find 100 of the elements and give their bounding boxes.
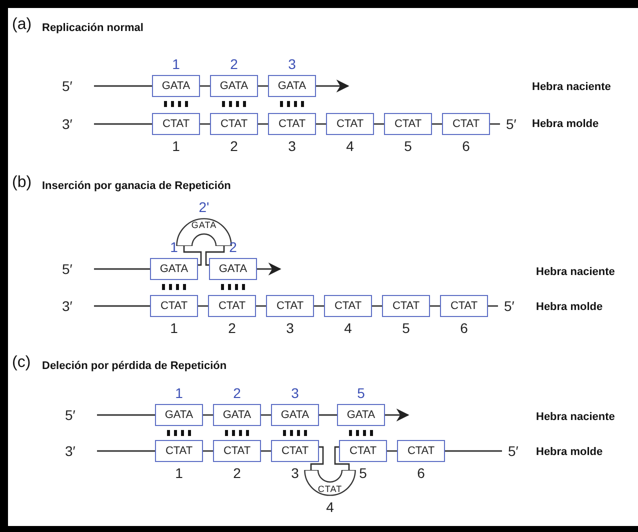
template-repeat-box: CTAT	[339, 440, 387, 462]
repeat-number: 5	[401, 320, 411, 336]
repeat-number: 1	[169, 320, 179, 336]
repeat-number: 3	[285, 320, 295, 336]
strand-line	[387, 450, 397, 452]
strand-arrow	[257, 262, 282, 276]
panel-letter: (a)	[12, 16, 32, 34]
strand-name: Hebra molde	[532, 118, 599, 130]
repeat-box: GATA	[155, 404, 203, 426]
repeat-number: 3	[287, 138, 297, 154]
loop-stem	[205, 246, 225, 266]
template-repeat-box: CTAT	[384, 113, 432, 135]
repeat-box: GATA	[152, 75, 200, 97]
strand-arrow	[385, 408, 410, 422]
strand-arrow	[316, 80, 350, 92]
repeat-number: 6	[459, 320, 469, 336]
repeat-box: GATA	[150, 258, 198, 280]
strand-line	[258, 85, 268, 87]
loop-stem	[183, 246, 202, 266]
repeat-number: 6	[461, 138, 471, 154]
repeat-number: 2	[227, 320, 237, 336]
strand-line	[97, 450, 155, 452]
strand-end-label: 5′	[62, 260, 94, 278]
strand-line	[94, 268, 150, 270]
strand-end-label: 5′	[502, 442, 528, 460]
strand-line	[94, 305, 150, 307]
loop-stem	[310, 446, 324, 470]
strand-end-label: 3′	[62, 297, 94, 315]
strand-line	[314, 305, 324, 307]
note-text: Inserción por ganacia de Repetición	[42, 180, 231, 192]
template-repeat-box: CTAT	[382, 295, 430, 317]
strand-end-label: 5′	[498, 297, 524, 315]
strand-end-label: 3′	[62, 115, 94, 133]
repeat-number: 4	[325, 499, 335, 515]
strand-line	[445, 450, 502, 452]
repeat-number: 3	[290, 385, 300, 401]
loop-bulge: CTAT	[304, 470, 356, 496]
repeat-number: 2	[232, 385, 242, 401]
template-repeat-box: CTAT	[150, 295, 198, 317]
template-repeat-box: CTAT	[268, 113, 316, 135]
panel-title: (c)	[12, 354, 31, 372]
repeat-number: 6	[416, 465, 426, 481]
repeat-number: 2'	[198, 199, 210, 215]
strand-line	[198, 305, 208, 307]
strand-line	[203, 414, 213, 416]
template-repeat-box: CTAT	[397, 440, 445, 462]
repeat-box: GATA	[271, 404, 319, 426]
note-text: Hebra naciente	[536, 266, 615, 278]
repeat-box: GATA	[210, 75, 258, 97]
template-repeat-box: CTAT	[213, 440, 261, 462]
repeat-number: 4	[345, 138, 355, 154]
strand-line	[316, 123, 326, 125]
strand-line	[430, 305, 440, 307]
repeat-number: 4	[343, 320, 353, 336]
repeat-number: 3	[287, 56, 297, 72]
repeat-number: 5	[356, 385, 366, 401]
repeat-box: GATA	[209, 258, 257, 280]
strand-end-label: 5′	[65, 406, 97, 424]
strand-line	[203, 450, 213, 452]
panel-title: Replicación normal	[42, 22, 144, 34]
repeat-number: 2	[229, 56, 239, 72]
template-repeat-box: CTAT	[324, 295, 372, 317]
repeat-number: 5	[403, 138, 413, 154]
repeat-number: 1	[169, 239, 179, 255]
strand-line	[200, 85, 210, 87]
strand-line	[94, 123, 152, 125]
template-repeat-box: CTAT	[152, 113, 200, 135]
repeat-box: GATA	[268, 75, 316, 97]
strand-line	[261, 414, 271, 416]
repeat-number: 1	[171, 56, 181, 72]
repeat-box: GATA	[213, 404, 261, 426]
strand-line	[261, 450, 271, 452]
strand-name: Hebra naciente	[532, 81, 611, 94]
template-repeat-box: CTAT	[155, 440, 203, 462]
strand-end-label: 3′	[65, 442, 97, 460]
repeat-number: 2	[232, 465, 242, 481]
strand-line	[372, 305, 382, 307]
loop-stem	[334, 446, 350, 470]
strand-line	[200, 123, 210, 125]
repeat-number: 2	[229, 138, 239, 154]
repeat-number: 1	[174, 465, 184, 481]
template-repeat-box: CTAT	[210, 113, 258, 135]
strand-line	[432, 123, 442, 125]
repeat-number: 3	[290, 465, 300, 481]
template-repeat-box: CTAT	[266, 295, 314, 317]
template-repeat-box: CTAT	[326, 113, 374, 135]
repeat-number: 1	[171, 138, 181, 154]
strand-end-label: 5′	[62, 77, 94, 95]
strand-name: Hebra naciente	[536, 411, 615, 424]
strand-line	[490, 123, 500, 125]
strand-line	[94, 85, 152, 87]
repeat-box: GATA	[337, 404, 385, 426]
template-repeat-box: CTAT	[440, 295, 488, 317]
template-repeat-box: CTAT	[208, 295, 256, 317]
strand-line	[488, 305, 498, 307]
strand-line	[258, 123, 268, 125]
strand-name: Deleción por pérdida de Repetición	[42, 360, 227, 372]
note-text: (b)	[12, 174, 32, 192]
strand-line	[374, 123, 384, 125]
strand-line	[256, 305, 266, 307]
